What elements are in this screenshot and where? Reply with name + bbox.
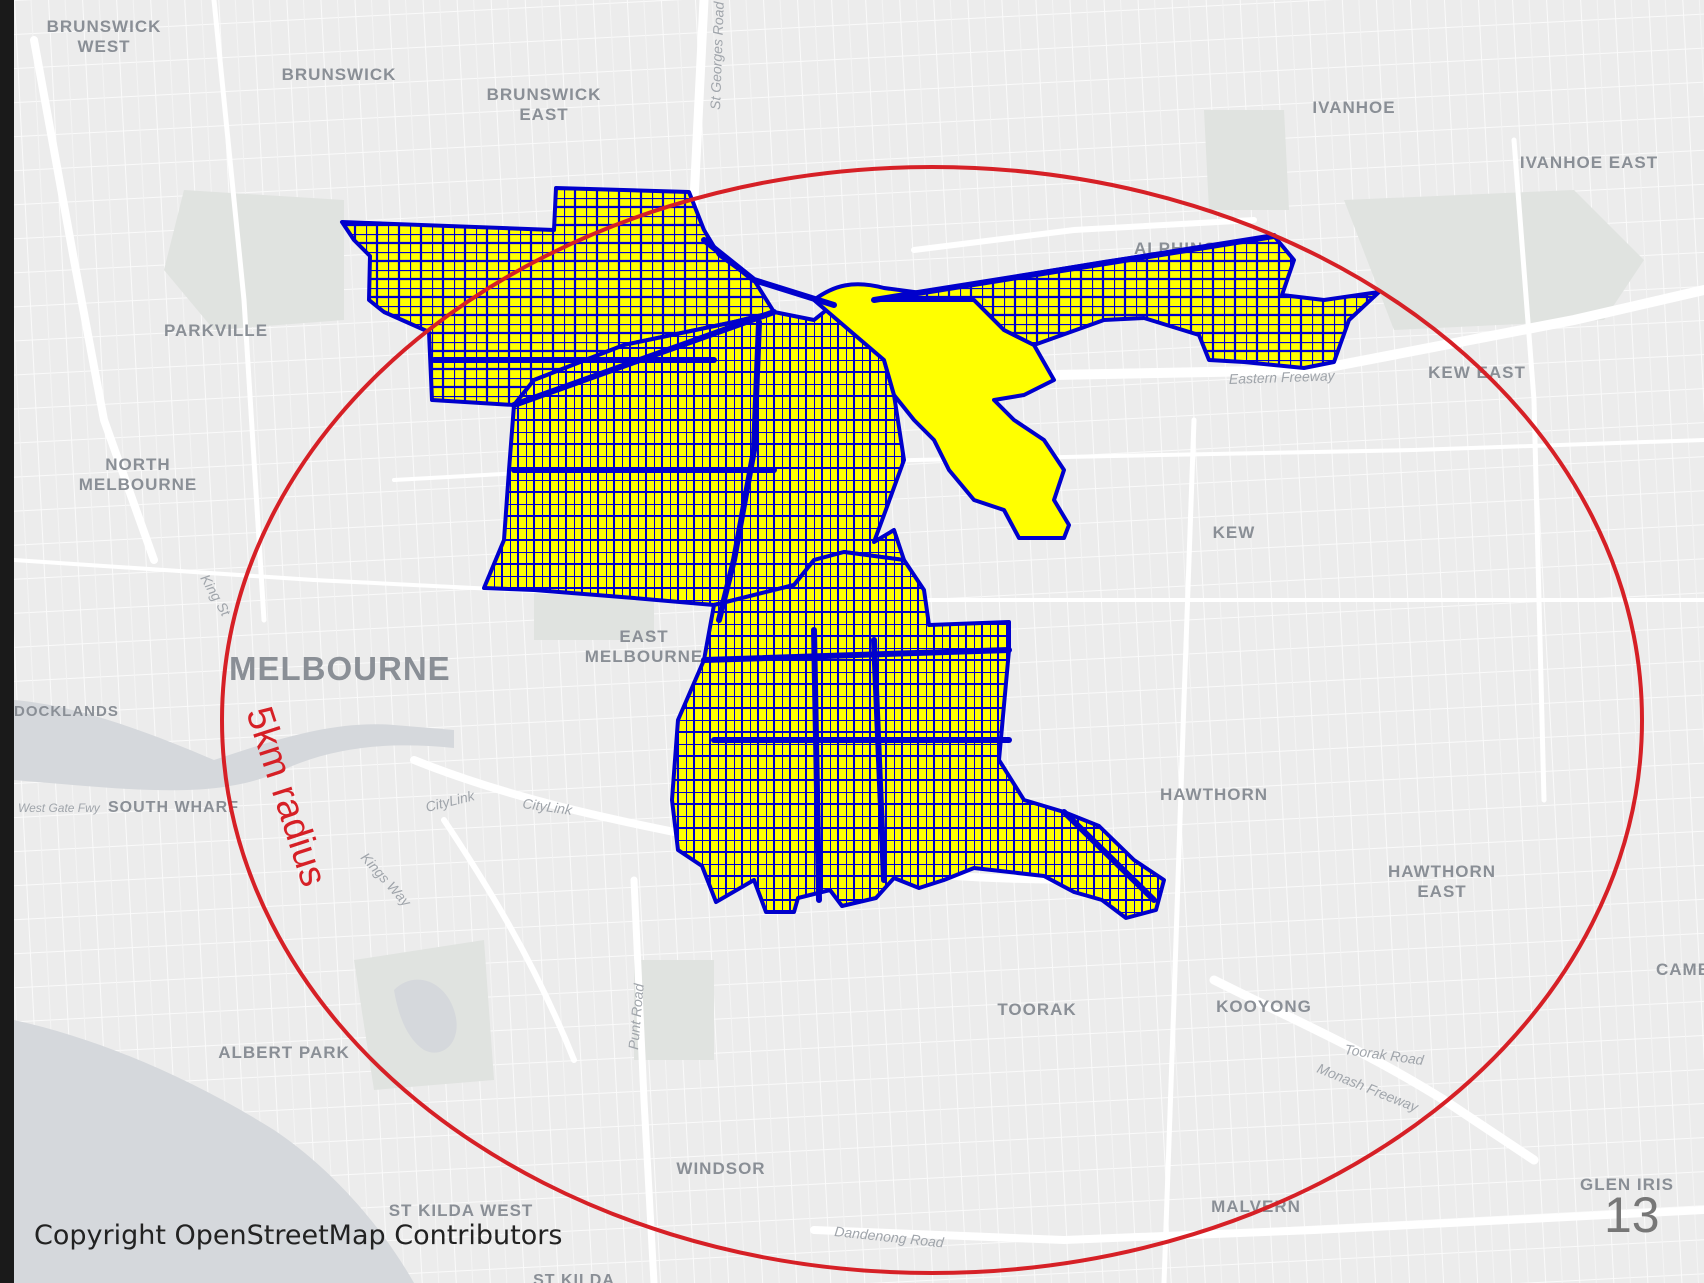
page-number: 13 bbox=[1604, 1187, 1660, 1243]
road-label: Punt Road bbox=[625, 982, 647, 1051]
road-label: West Gate Fwy bbox=[18, 801, 101, 815]
region-southern-block bbox=[670, 550, 1166, 920]
radius-circle bbox=[220, 165, 1644, 1275]
water-bodies bbox=[14, 700, 457, 1283]
place-label: SOUTH WHARF bbox=[108, 799, 239, 816]
copyright-notice: Copyright OpenStreetMap Contributors bbox=[34, 1220, 563, 1251]
place-label: PARKVILLE bbox=[164, 321, 268, 340]
place-label: IVANHOE EAST bbox=[1520, 153, 1658, 172]
road-label: St Georges Road bbox=[707, 0, 727, 110]
place-label: BRUNSWICK bbox=[282, 65, 397, 84]
region-northeast-arm bbox=[872, 234, 1381, 370]
road-label: Eastern Freeway bbox=[1229, 367, 1336, 387]
region-yarra-arm bbox=[812, 282, 1071, 540]
place-label: HAWTHORN bbox=[1160, 785, 1268, 804]
place-label: WINDSOR bbox=[676, 1159, 765, 1178]
road-label: CityLink bbox=[522, 795, 575, 818]
place-label: ST KILDA bbox=[533, 1272, 615, 1283]
place-label: IVANHOE bbox=[1312, 98, 1395, 117]
road-network-arterials bbox=[431, 233, 1277, 903]
service-region[interactable] bbox=[340, 186, 1381, 920]
place-label: KEW EAST bbox=[1428, 363, 1526, 382]
place-label: KEW bbox=[1213, 523, 1256, 542]
place-label: DOCKLANDS bbox=[14, 703, 119, 720]
place-label: ST KILDA WEST bbox=[389, 1201, 534, 1220]
place-label: TOORAK bbox=[997, 1000, 1076, 1019]
place-label: GLEN IRIS bbox=[1580, 1175, 1674, 1194]
place-label: CAMB bbox=[1656, 960, 1704, 979]
place-label: ALBERT PARK bbox=[218, 1043, 350, 1062]
place-label: KOOYONG bbox=[1216, 997, 1312, 1016]
place-label: MELBOURNE bbox=[229, 650, 451, 687]
